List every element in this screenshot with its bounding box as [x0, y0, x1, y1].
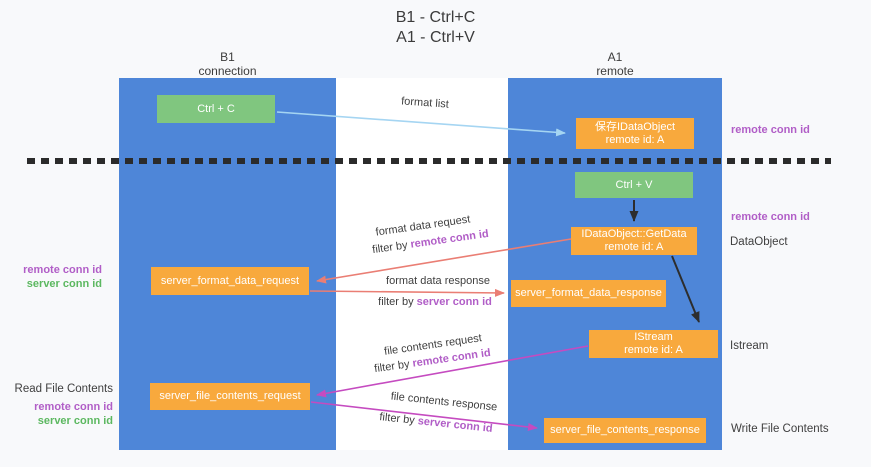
box-ctrl-c: Ctrl + C [157, 95, 275, 123]
right-write-file-contents-label: Write File Contents [731, 423, 829, 435]
left-remote-conn-id-2-label: remote conn id [34, 401, 113, 413]
box-file-request-label: server_file_contents_request [159, 390, 301, 402]
left-conn-id-stack-1: remote conn id server conn id [23, 263, 102, 291]
left-server-conn-id-1-label: server conn id [26, 278, 102, 290]
lifeline-a1-role: remote [596, 64, 634, 78]
lifeline-header-a1: A1 remote [508, 50, 722, 78]
box-istream-line2: remote id: A [624, 344, 683, 356]
left-read-file-stack: Read File Contents remote conn id server… [15, 382, 113, 428]
box-server-file-contents-request: server_file_contents_request [150, 383, 310, 410]
format-data-response-label: format data response [386, 275, 490, 287]
box-ctrl-c-label: Ctrl + C [197, 102, 235, 115]
lifeline-header-b1: B1 connection [119, 50, 336, 78]
server-conn-id-text: server conn id [416, 296, 492, 308]
lifeline-a1-name: A1 [607, 50, 623, 64]
lifeline-b1-role: connection [198, 64, 257, 78]
left-read-file-contents-label: Read File Contents [14, 383, 113, 395]
diagram-title: B1 - Ctrl+C A1 - Ctrl+V [0, 8, 871, 48]
title-line-2: A1 - Ctrl+V [396, 29, 475, 46]
right-remote-conn-id-top-label: remote conn id [731, 124, 810, 136]
box-ctrl-v: Ctrl + V [575, 172, 693, 198]
title-line-1: B1 - Ctrl+C [395, 9, 476, 26]
box-getdata-line1: IDataObject::GetData [581, 228, 687, 240]
box-save-idataobject-line2: remote id: A [605, 133, 665, 146]
right-dataobject-label: DataObject [730, 236, 788, 248]
left-remote-conn-id-1-label: remote conn id [23, 264, 102, 276]
box-save-idataobject-line1: 保存IDataObject [594, 120, 676, 133]
format-data-response-filter-label: filter by server conn id [375, 296, 495, 308]
box-server-format-data-request: server_format_data_request [151, 267, 309, 295]
right-istream-label: Istream [730, 340, 769, 352]
left-server-conn-id-2-label: server conn id [37, 415, 113, 427]
lifeline-b1-name: B1 [220, 50, 235, 64]
filter-by-text: filter by [378, 296, 417, 308]
box-format-response-label: server_format_data_response [515, 287, 662, 299]
box-idataobject-getdata: IDataObject::GetData remote id: A [571, 227, 697, 255]
box-file-response-label: server_file_contents_response [550, 424, 700, 436]
box-server-file-contents-response: server_file_contents_response [544, 418, 706, 443]
box-istream-line1: IStream [634, 331, 673, 343]
box-server-format-data-response: server_format_data_response [511, 280, 666, 307]
right-remote-conn-id-mid-label: remote conn id [731, 211, 810, 223]
box-format-request-label: server_format_data_request [160, 274, 300, 287]
box-save-idataobject: 保存IDataObject remote id: A [576, 118, 694, 149]
box-ctrl-v-label: Ctrl + V [615, 178, 653, 191]
box-istream: IStream remote id: A [589, 330, 718, 358]
box-getdata-line2: remote id: A [604, 241, 664, 253]
